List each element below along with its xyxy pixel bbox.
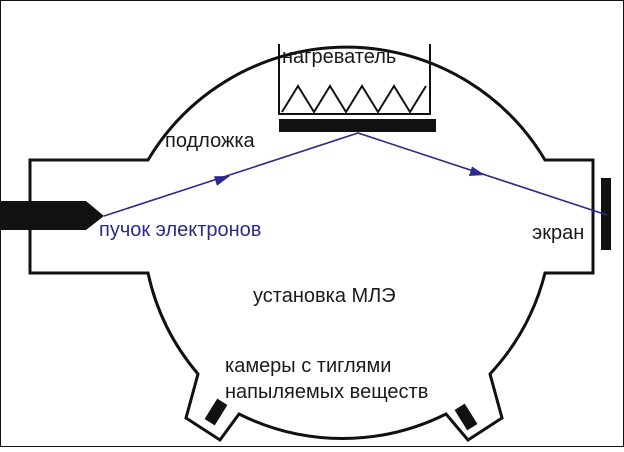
screen-label: экран (532, 222, 584, 244)
beam-arrow-outgoing (469, 166, 485, 176)
setup-label: установка МЛЭ (253, 285, 396, 307)
heater-zigzag (281, 84, 427, 114)
beam-label: пучок электронов (99, 219, 261, 241)
beam-arrow-incoming (214, 176, 230, 186)
heater-frame (278, 44, 431, 115)
electron-beam (103, 132, 608, 217)
electron-gun (0, 201, 104, 230)
crucible-left (204, 398, 228, 426)
substrate-plate (279, 119, 436, 132)
chamber-outline (28, 45, 595, 443)
substrate-label: подложка (165, 130, 256, 152)
crucible-right (454, 403, 478, 431)
crucibles-label-line1: камеры с тиглями (225, 355, 391, 377)
crucibles-label-line2: напыляемых веществ (225, 381, 428, 403)
heater-label: нагреватель (282, 46, 396, 68)
